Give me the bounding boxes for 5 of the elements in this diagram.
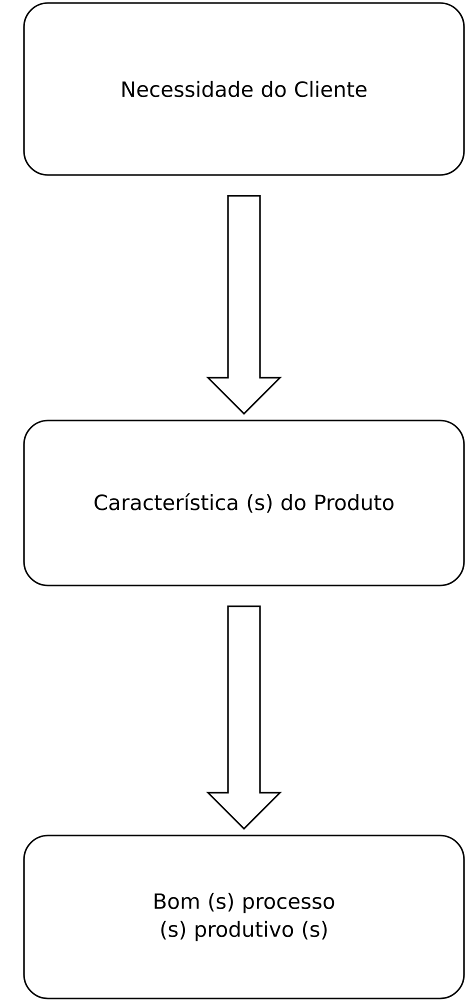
process-box: Característica (s) do Produto bbox=[23, 420, 465, 586]
block-arrow bbox=[206, 606, 282, 830]
process-box: Necessidade do Cliente bbox=[23, 2, 465, 176]
block-arrow bbox=[206, 194, 282, 415]
process-box: Bom (s) processo (s) produtivo (s) bbox=[23, 834, 465, 1000]
